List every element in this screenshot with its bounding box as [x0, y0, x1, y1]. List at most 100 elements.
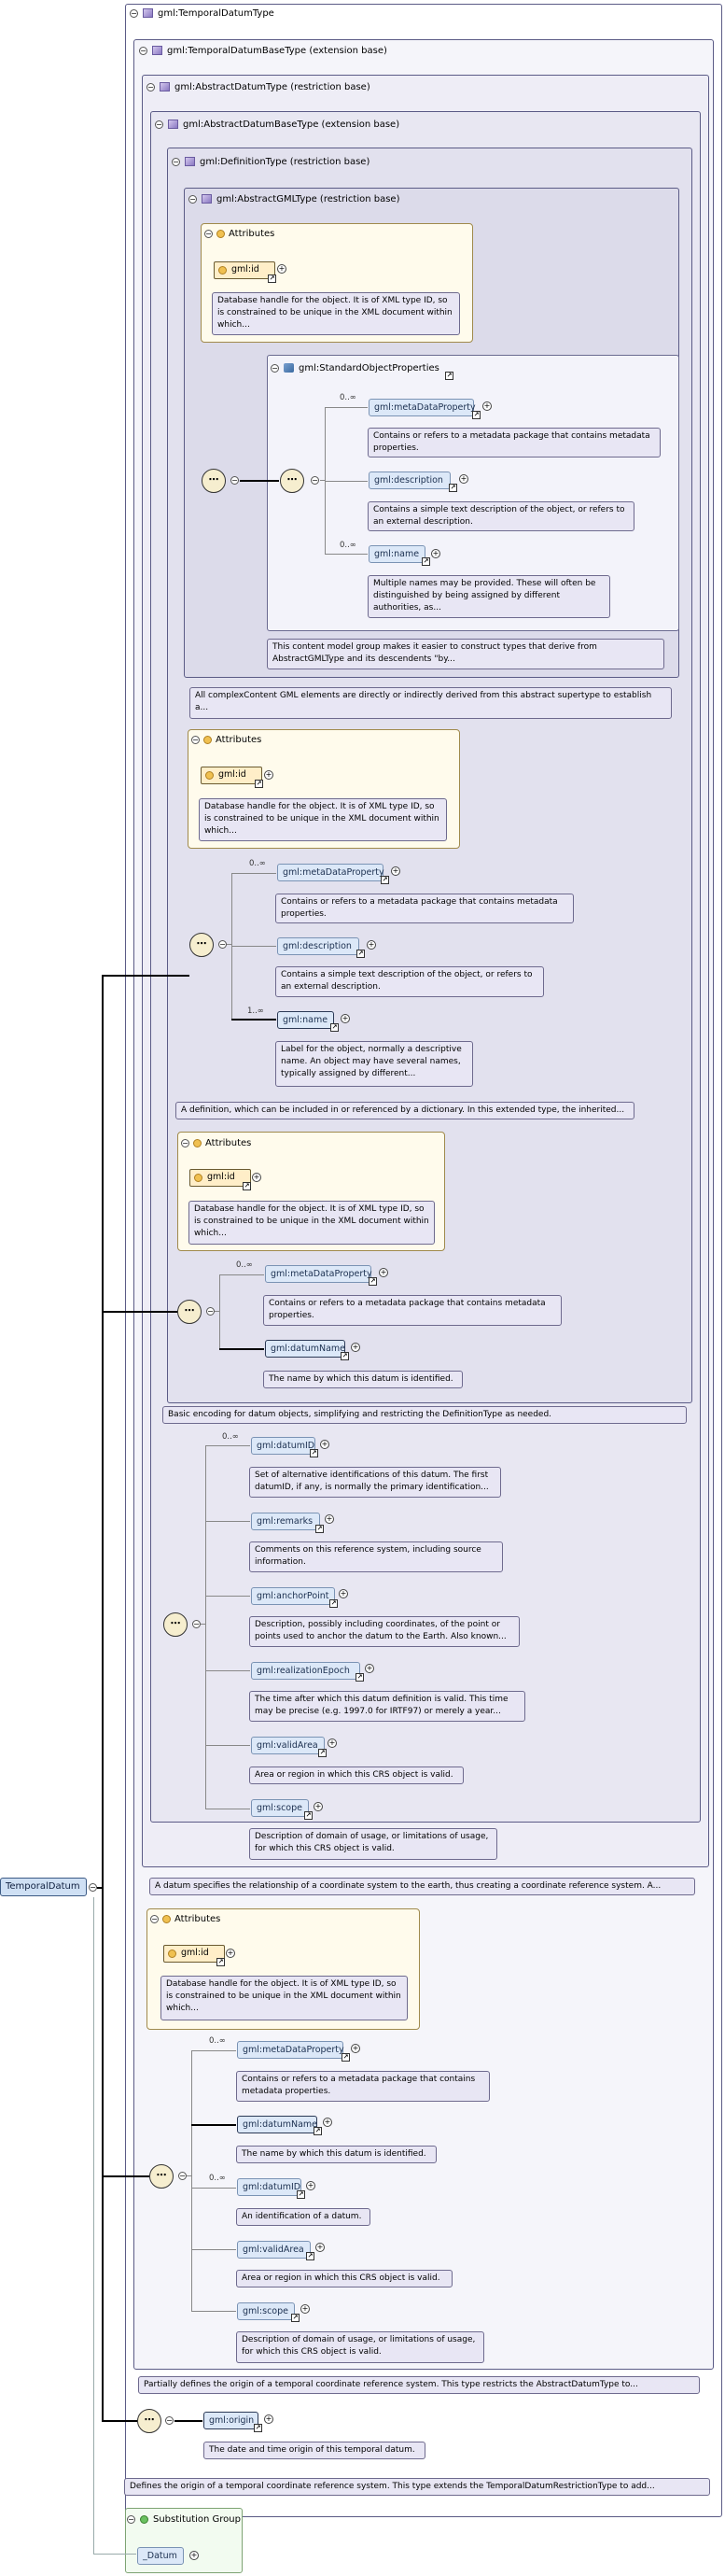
- expand-icon[interactable]: +: [482, 401, 492, 411]
- collapse-toggle[interactable]: −: [206, 1307, 215, 1316]
- expand-icon[interactable]: +: [252, 1173, 261, 1182]
- link-icon[interactable]: ↗: [330, 1023, 339, 1032]
- element-metadata-property[interactable]: gml:metaDataProperty: [237, 2041, 344, 2059]
- element-realization-epoch[interactable]: gml:realizationEpoch: [251, 1662, 360, 1680]
- link-icon[interactable]: ↗: [318, 1749, 327, 1757]
- link-icon[interactable]: ↗: [329, 1599, 338, 1608]
- element-description[interactable]: gml:description: [369, 472, 451, 489]
- element-datum-name[interactable]: gml:datumName: [265, 1340, 345, 1358]
- expand-icon[interactable]: +: [315, 2243, 325, 2252]
- link-icon[interactable]: ↗: [306, 2252, 314, 2260]
- collapse-toggle[interactable]: −: [146, 82, 155, 91]
- collapse-toggle[interactable]: −: [127, 2514, 135, 2524]
- element-valid-area[interactable]: gml:validArea: [251, 1737, 325, 1754]
- link-icon[interactable]: ↗: [310, 1449, 318, 1457]
- collapse-toggle[interactable]: −: [165, 2416, 174, 2425]
- collapse-toggle[interactable]: −: [89, 1883, 97, 1892]
- link-icon[interactable]: ↗: [268, 274, 276, 283]
- expand-icon[interactable]: +: [391, 866, 400, 876]
- root-element[interactable]: TemporalDatum: [0, 1878, 87, 1896]
- element-metadata-property[interactable]: gml:metaDataProperty: [277, 864, 384, 881]
- element-remarks[interactable]: gml:remarks: [251, 1513, 320, 1530]
- link-icon[interactable]: ↗: [314, 2127, 322, 2135]
- link-icon[interactable]: ↗: [304, 1811, 313, 1820]
- collapse-toggle[interactable]: −: [130, 8, 138, 18]
- collapse-toggle[interactable]: −: [271, 363, 279, 373]
- expand-icon[interactable]: +: [341, 1014, 350, 1023]
- cardinality: 0..∞: [209, 2174, 226, 2183]
- element-origin[interactable]: gml:origin: [203, 2412, 258, 2429]
- collapse-toggle[interactable]: −: [204, 229, 213, 238]
- element-datum[interactable]: _Datum: [137, 2547, 184, 2565]
- expand-icon[interactable]: +: [351, 2044, 360, 2053]
- collapse-toggle[interactable]: −: [192, 1620, 201, 1628]
- link-icon[interactable]: ↗: [297, 2190, 305, 2199]
- expand-icon[interactable]: +: [264, 770, 273, 780]
- collapse-toggle[interactable]: −: [155, 120, 163, 129]
- expand-icon[interactable]: +: [328, 1738, 337, 1748]
- attribute-gml-id[interactable]: gml:id: [163, 1945, 225, 1963]
- link-icon[interactable]: ↗: [449, 484, 457, 492]
- collapse-toggle[interactable]: −: [188, 194, 197, 204]
- expand-icon[interactable]: +: [379, 1268, 388, 1277]
- link-icon[interactable]: ↗: [255, 780, 263, 788]
- expand-icon[interactable]: +: [226, 1949, 235, 1958]
- collapse-toggle[interactable]: −: [178, 2172, 187, 2180]
- link-icon[interactable]: ↗: [243, 1182, 251, 1190]
- expand-icon[interactable]: +: [339, 1589, 348, 1598]
- expand-icon[interactable]: +: [351, 1343, 360, 1352]
- element-anchor-point[interactable]: gml:anchorPoint: [251, 1587, 335, 1605]
- collapse-toggle[interactable]: −: [191, 735, 200, 744]
- element-name[interactable]: gml:name: [277, 1011, 334, 1029]
- link-icon[interactable]: ↗: [341, 1352, 349, 1360]
- collapse-toggle[interactable]: −: [172, 157, 180, 166]
- link-icon[interactable]: ↗: [369, 1277, 377, 1286]
- expand-icon[interactable]: +: [189, 2551, 199, 2560]
- element-scope[interactable]: gml:scope: [237, 2302, 295, 2320]
- link-icon[interactable]: ↗: [422, 557, 430, 566]
- cardinality: 0..∞: [236, 1260, 253, 1270]
- collapse-toggle[interactable]: −: [139, 46, 147, 55]
- element-valid-area[interactable]: gml:validArea: [237, 2241, 311, 2259]
- link-icon[interactable]: ↗: [381, 876, 389, 884]
- element-name[interactable]: gml:name: [369, 545, 425, 563]
- expand-icon[interactable]: +: [365, 1664, 374, 1673]
- link-icon[interactable]: ↗: [356, 1673, 364, 1682]
- expand-icon[interactable]: +: [314, 1802, 323, 1811]
- element-datum-name[interactable]: gml:datumName: [237, 2116, 317, 2133]
- expand-icon[interactable]: +: [264, 2414, 273, 2424]
- expand-icon[interactable]: +: [367, 940, 376, 950]
- element-metadata-property[interactable]: gml:metaDataProperty: [369, 399, 476, 416]
- collapse-toggle[interactable]: −: [181, 1138, 189, 1147]
- element-scope[interactable]: gml:scope: [251, 1799, 309, 1817]
- expand-icon[interactable]: +: [459, 474, 468, 484]
- expand-icon[interactable]: +: [323, 2118, 332, 2127]
- expand-icon[interactable]: +: [300, 2304, 310, 2314]
- expand-icon[interactable]: +: [306, 2181, 315, 2190]
- link-icon[interactable]: ↗: [342, 2053, 350, 2062]
- element-description[interactable]: gml:description: [277, 937, 359, 955]
- element-datum-id[interactable]: gml:datumID: [237, 2178, 301, 2196]
- collapse-toggle[interactable]: −: [311, 476, 319, 485]
- connector: [325, 481, 368, 482]
- element-metadata-property[interactable]: gml:metaDataProperty: [265, 1265, 372, 1283]
- collapse-toggle[interactable]: −: [218, 940, 227, 949]
- collapse-toggle[interactable]: −: [150, 1914, 159, 1923]
- element-datum-id[interactable]: gml:datumID: [251, 1437, 315, 1455]
- link-icon[interactable]: ↗: [445, 372, 453, 380]
- attributes-header: − Attributes: [191, 733, 261, 746]
- expand-icon[interactable]: +: [277, 264, 286, 274]
- link-icon[interactable]: ↗: [254, 2424, 262, 2432]
- link-icon[interactable]: ↗: [291, 2314, 300, 2322]
- expand-icon[interactable]: +: [431, 549, 440, 558]
- link-icon[interactable]: ↗: [356, 950, 365, 958]
- attribute-gml-id[interactable]: gml:id: [214, 261, 275, 279]
- link-icon[interactable]: ↗: [472, 411, 481, 419]
- expand-icon[interactable]: +: [320, 1440, 329, 1449]
- link-icon[interactable]: ↗: [216, 1958, 225, 1966]
- attribute-gml-id[interactable]: gml:id: [201, 767, 262, 784]
- link-icon[interactable]: ↗: [315, 1525, 324, 1533]
- collapse-toggle[interactable]: −: [230, 476, 239, 485]
- expand-icon[interactable]: +: [325, 1514, 334, 1524]
- attribute-gml-id[interactable]: gml:id: [189, 1169, 251, 1187]
